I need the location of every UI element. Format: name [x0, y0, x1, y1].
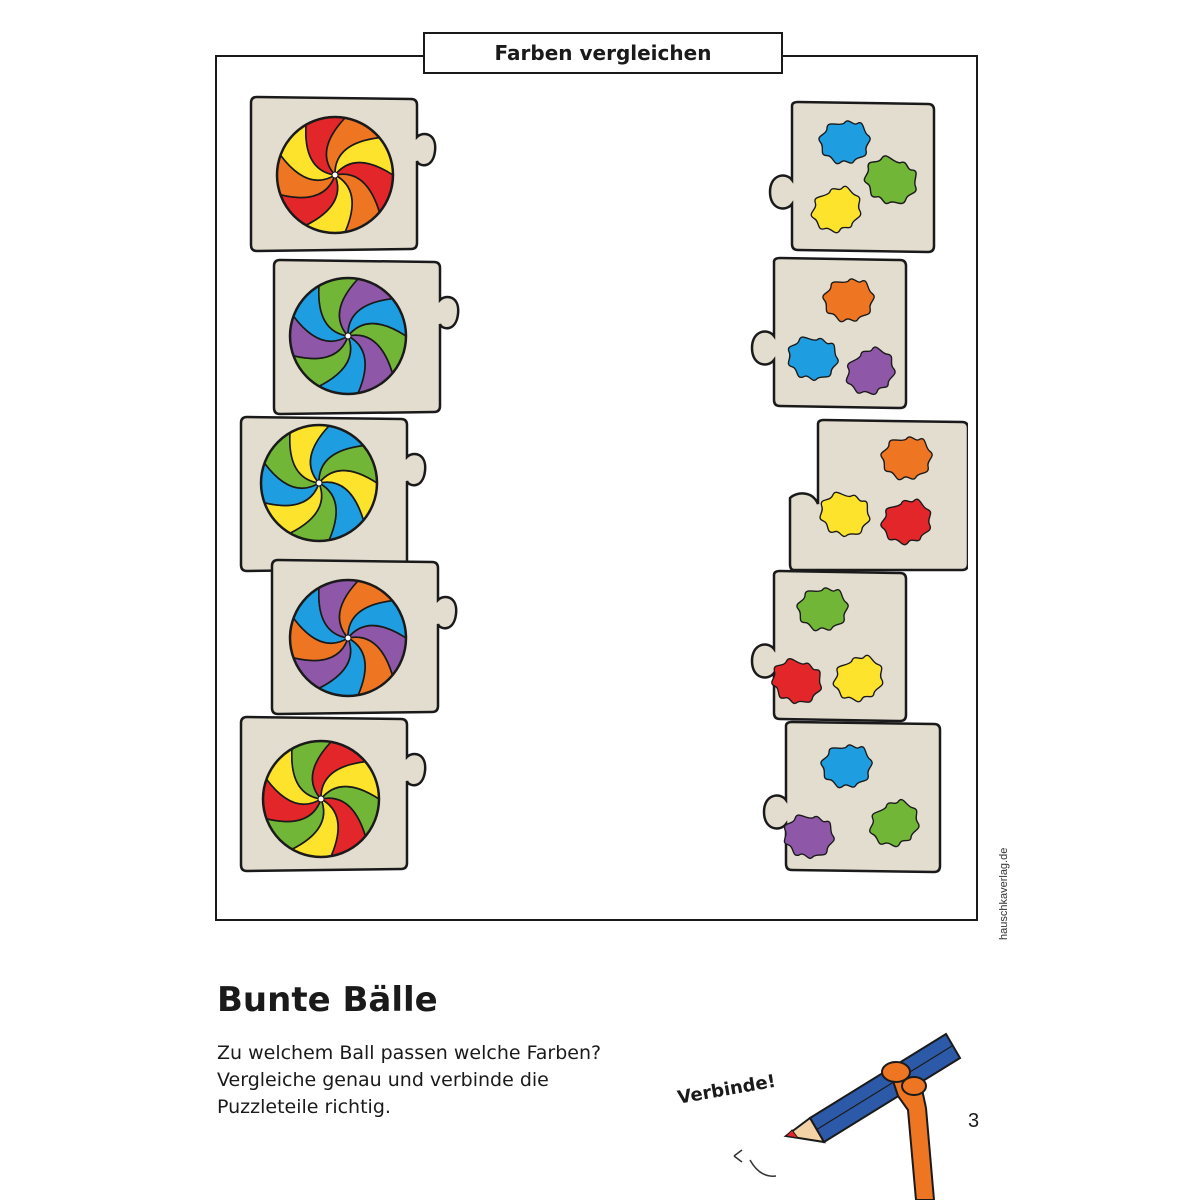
hand-icon	[881, 1061, 936, 1200]
splash-puzzle-piece-1[interactable]	[762, 100, 942, 264]
splash-puzzle-piece-5[interactable]	[756, 720, 946, 884]
instruction-line: Zu welchem Ball passen welche Farben?	[217, 1042, 602, 1064]
pencil-hand-illustration	[733, 1032, 962, 1200]
splash-puzzle-piece-3[interactable]	[788, 418, 970, 582]
splash-puzzle-piece-2[interactable]	[744, 256, 924, 420]
ball-center	[344, 332, 352, 340]
ball-tile-5	[239, 715, 427, 873]
ball-5	[261, 739, 381, 859]
ball-tile-2	[272, 258, 460, 416]
ball-tile-3	[239, 415, 427, 573]
page-number: 3	[968, 1110, 980, 1132]
ball-center	[315, 479, 323, 487]
instruction-line: Vergleiche genau und verbinde die	[217, 1069, 549, 1091]
ball-tile-1	[249, 95, 437, 253]
splash-tile-2	[750, 256, 908, 410]
exercise-instructions: Zu welchem Ball passen welche Farben? Ve…	[217, 1040, 677, 1121]
ball-3	[259, 423, 379, 543]
pencil-icon	[783, 1032, 962, 1144]
ball-puzzle-piece-5[interactable]	[237, 715, 437, 879]
section-header: Farben vergleichen	[423, 32, 783, 74]
splash-tile-1	[768, 100, 936, 254]
ball-puzzle-piece-1[interactable]	[247, 95, 447, 259]
splash-tile-4	[750, 569, 908, 723]
splash-puzzle-piece-4[interactable]	[744, 569, 924, 733]
ball-outline	[261, 739, 381, 859]
section-header-title: Farben vergleichen	[494, 41, 712, 65]
ball-outline	[288, 578, 408, 698]
ball-center	[317, 795, 325, 803]
ball-4	[288, 578, 408, 698]
publisher-credit: hauschkaverlag.de	[998, 847, 1010, 940]
ball-1	[275, 115, 395, 235]
ball-outline	[275, 115, 395, 235]
ball-puzzle-piece-4[interactable]	[268, 558, 468, 722]
splash-tile-5	[762, 720, 942, 874]
ball-center	[344, 634, 352, 642]
ball-outline	[288, 276, 408, 396]
instruction-line: Puzzleteile richtig.	[217, 1096, 391, 1118]
ball-puzzle-piece-3[interactable]	[237, 415, 437, 579]
ball-center	[331, 171, 339, 179]
ball-tile-4	[270, 558, 458, 716]
splash-tile-3	[788, 418, 970, 572]
exercise-title: Bunte Bälle	[217, 980, 438, 1020]
ball-2	[288, 276, 408, 396]
ball-puzzle-piece-2[interactable]	[270, 258, 470, 422]
ball-outline	[259, 423, 379, 543]
